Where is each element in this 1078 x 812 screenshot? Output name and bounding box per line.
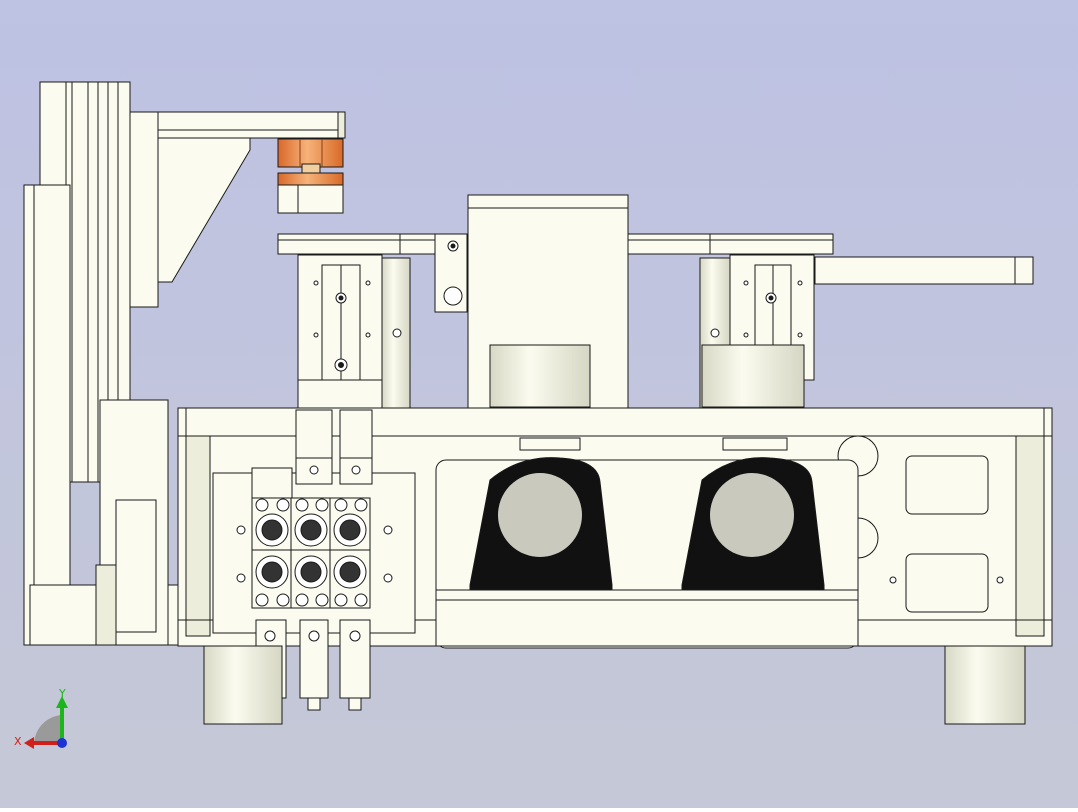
triad-z-axis [57, 738, 67, 748]
triad-y-label: Y [58, 687, 66, 700]
view-orientation-triad-icon[interactable]: Y X [14, 687, 68, 749]
left-vertical-column[interactable] [23, 81, 191, 646]
left-guide-cylinder[interactable] [381, 257, 411, 409]
copper-spindle-coupling[interactable] [277, 138, 344, 186]
valve-manifold[interactable] [212, 467, 416, 634]
lower-solenoid-valves[interactable] [255, 619, 371, 711]
left-slide-module[interactable] [297, 254, 383, 409]
top-arm-bracket[interactable] [129, 111, 346, 308]
triad-plane [34, 715, 62, 743]
small-mount-bracket[interactable] [434, 233, 468, 313]
spindle-base-block[interactable] [277, 184, 344, 214]
upper-solenoid-valves[interactable] [295, 409, 373, 485]
machine-assembly[interactable] [23, 81, 1053, 725]
right-pillow-block-bearing[interactable] [681, 437, 825, 591]
left-pillow-block-bearing[interactable] [469, 437, 613, 591]
triad-x-label: X [14, 735, 22, 748]
triad-y-arrow [56, 696, 68, 708]
base-legs[interactable] [203, 645, 1026, 725]
triad-x-arrow [24, 737, 34, 749]
right-extension-arm[interactable] [814, 256, 1034, 285]
